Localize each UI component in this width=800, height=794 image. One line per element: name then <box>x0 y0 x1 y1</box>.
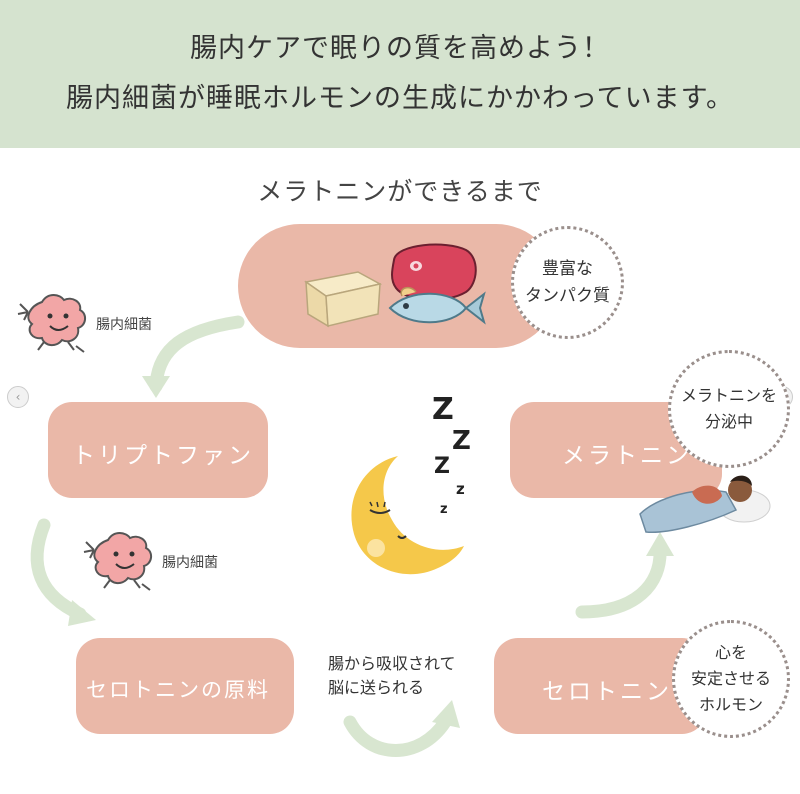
header-banner: 腸内ケアで眠りの質を高めよう！ 腸内細菌が睡眠ホルモンの生成にかかわっています。 <box>0 0 800 148</box>
protein-bubble: 豊富な タンパク質 <box>511 226 624 339</box>
protein-bubble-line2: タンパク質 <box>525 285 610 306</box>
sleeping-person-icon <box>639 475 771 533</box>
gut-bacteria-icon <box>83 532 152 591</box>
tryptophan-pill <box>48 402 268 498</box>
fish-icon <box>388 286 486 325</box>
serotonin-bubble: 心を 安定させる ホルモン <box>672 620 790 738</box>
sleep-letter: Z <box>432 392 454 427</box>
transit-caption-line2: 脳に送られる <box>328 678 425 697</box>
carousel-prev-button[interactable]: ‹ <box>7 386 29 408</box>
serotonin-source-label: セロトニンの原料 <box>86 678 270 702</box>
serotonin-pill <box>494 638 706 734</box>
melatonin-bubble-line2: 分泌中 <box>704 412 753 431</box>
sleep-letter: Z <box>452 426 471 456</box>
sleep-letter: z <box>440 502 448 517</box>
melatonin-bubble: メラトニンを 分泌中 <box>668 350 790 468</box>
header-title: 腸内ケアで眠りの質を高めよう！ <box>190 33 610 64</box>
tryptophan-label: トリプトファン <box>72 443 254 469</box>
gut-bacteria-icon <box>17 294 86 353</box>
serotonin-bubble-line3: ホルモン <box>698 695 763 714</box>
serotonin-bubble-line2: 安定させる <box>690 669 771 688</box>
gut-bacteria-label-1: 腸内細菌 <box>96 317 152 333</box>
protein-bubble-line1: 豊富な <box>542 258 593 279</box>
serotonin-label: セロトニン <box>542 679 672 705</box>
sleep-letter: z <box>456 480 465 498</box>
sleep-letter: Z <box>434 454 450 479</box>
melatonin-label: メラトニン <box>562 443 692 469</box>
gut-bacteria-label-2: 腸内細菌 <box>162 555 218 571</box>
tofu-icon <box>304 271 383 328</box>
diagram-title: メラトニンができるまで <box>257 177 543 206</box>
header-subtitle: 腸内細菌が睡眠ホルモンの生成にかかわっています。 <box>66 83 734 114</box>
transit-caption: 腸から吸収されて 脳に送られる <box>328 652 456 700</box>
meat-icon <box>391 243 477 301</box>
sleeping-moon-icon <box>351 456 464 575</box>
transit-caption-line1: 腸から吸収されて <box>328 654 456 673</box>
serotonin-source-pill <box>76 638 294 734</box>
melatonin-bubble-line1: メラトニンを <box>680 386 777 405</box>
serotonin-bubble-line1: 心を <box>714 643 747 662</box>
